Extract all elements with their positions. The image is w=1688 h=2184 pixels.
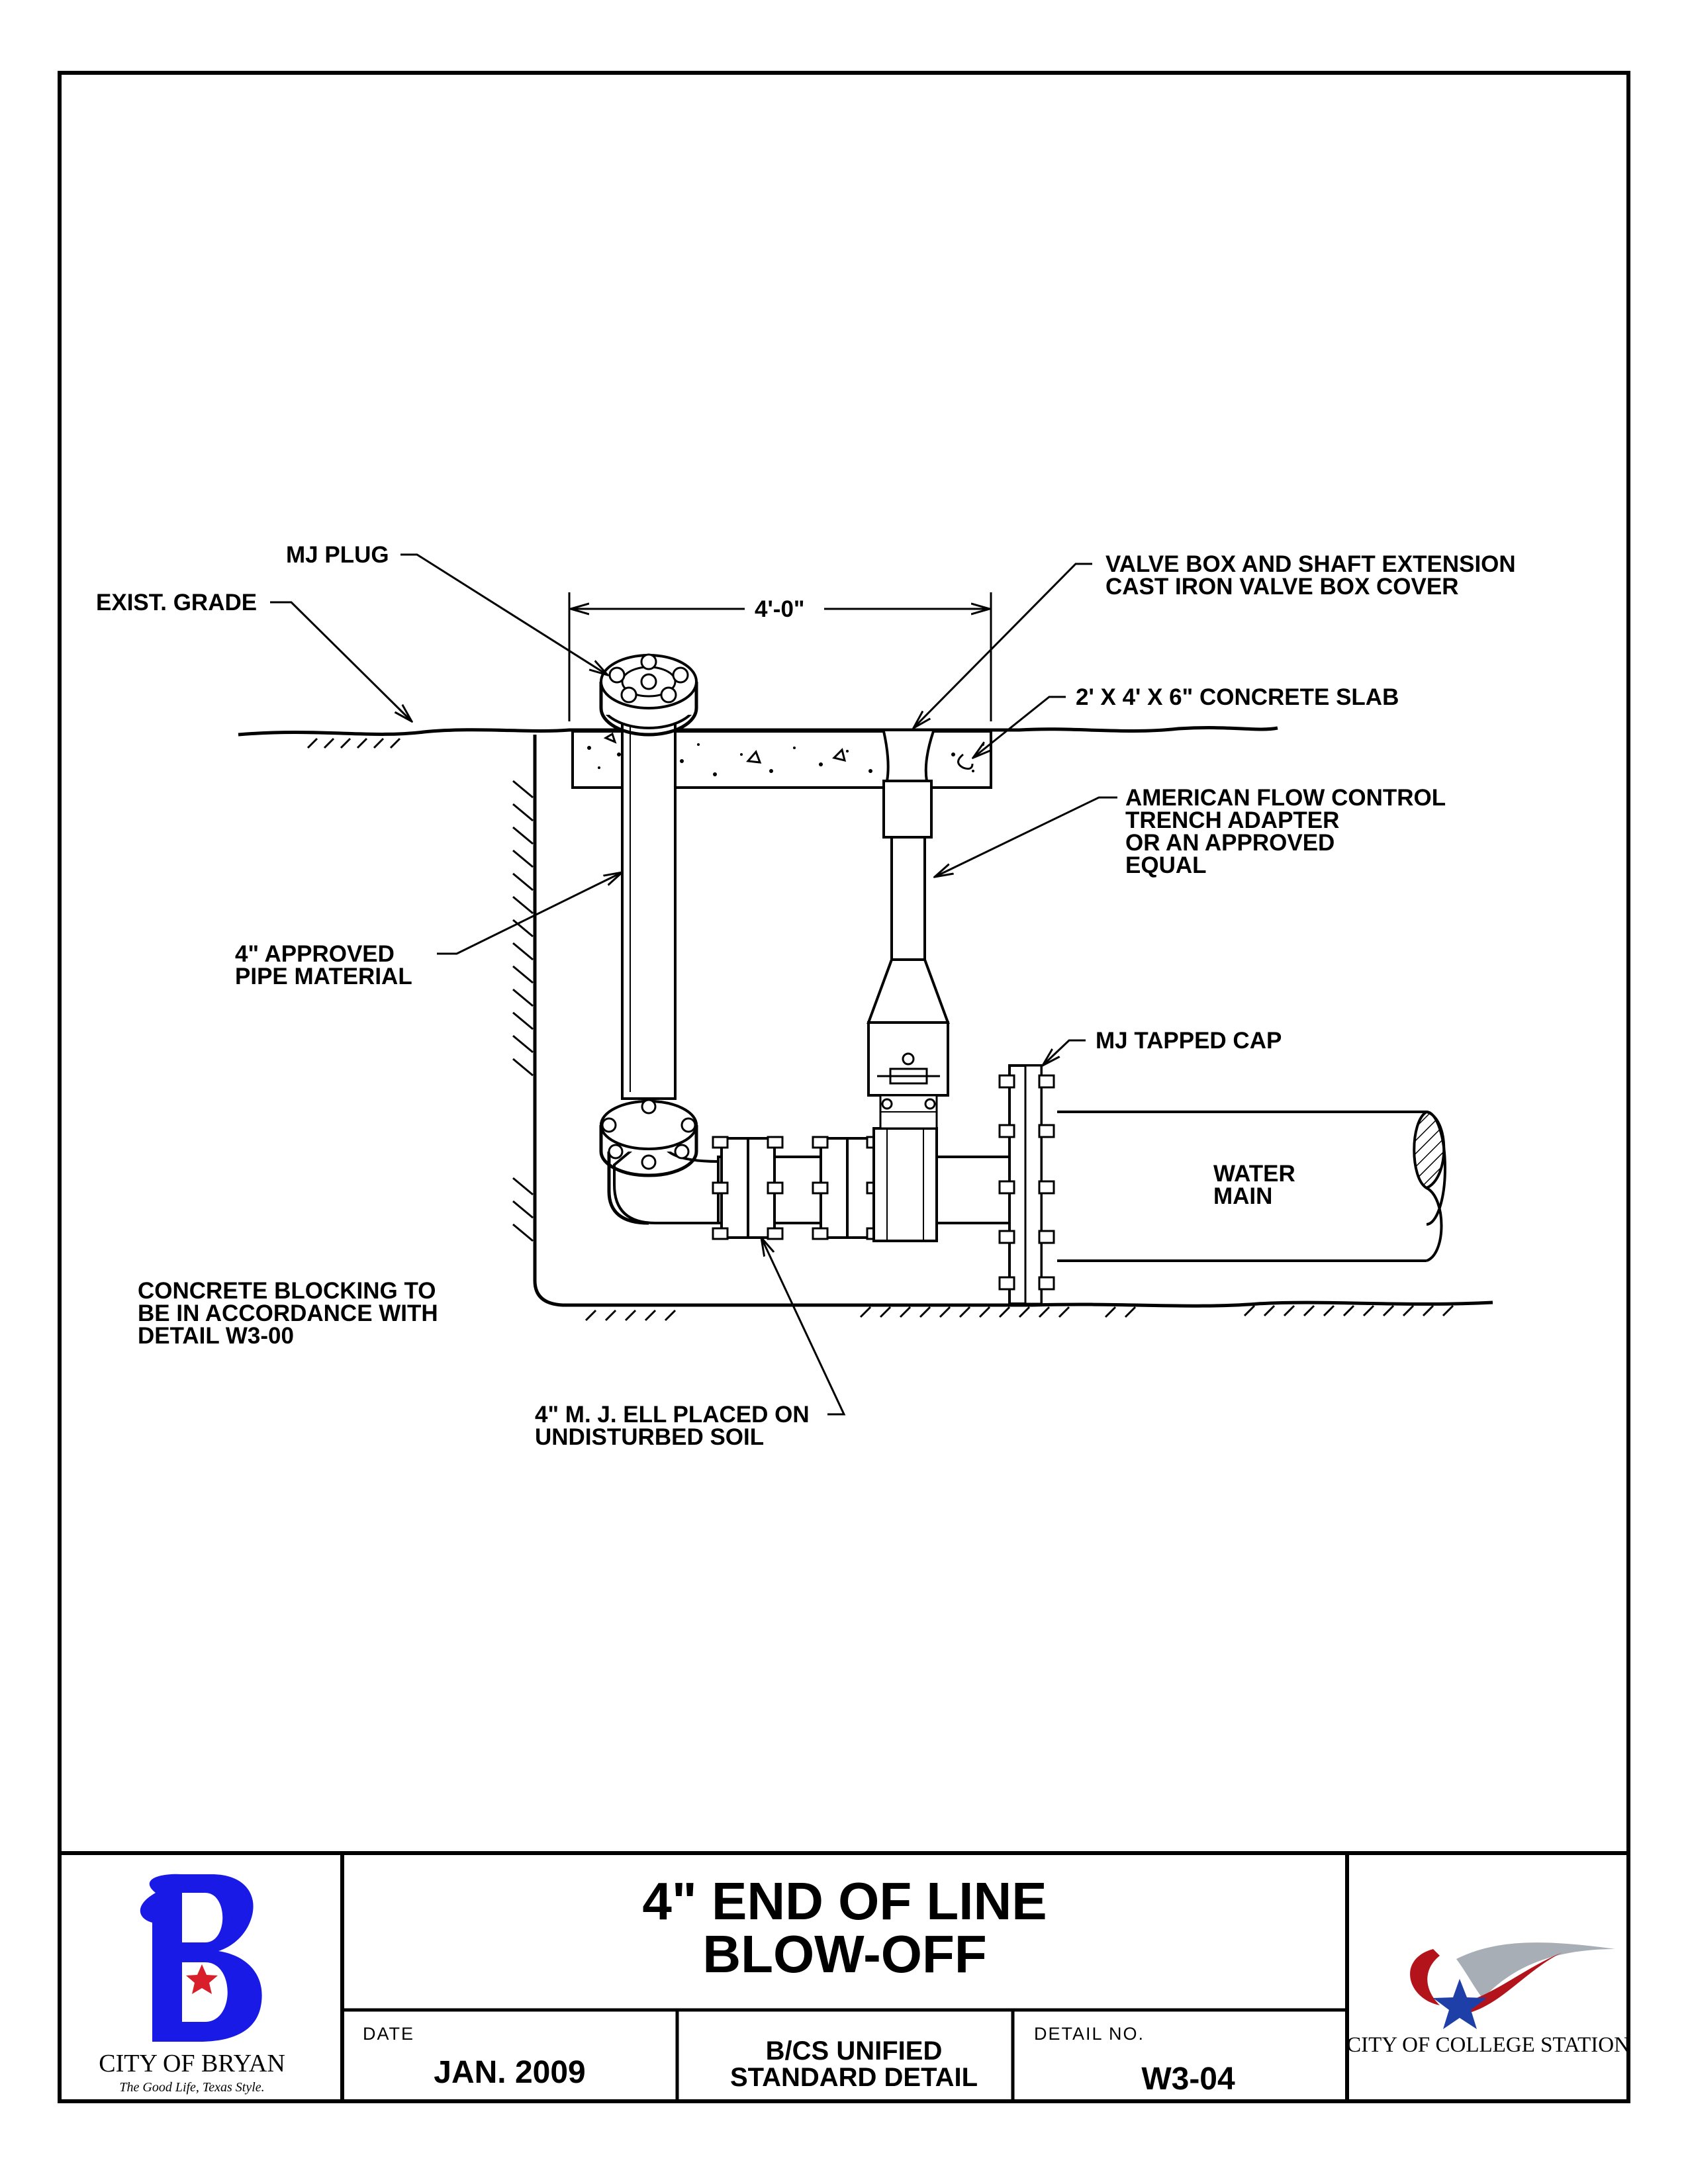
label-mj-plug: MJ PLUG: [286, 542, 389, 568]
dimension-line: [568, 592, 992, 721]
standard-line-1: B/CS UNIFIED: [766, 2036, 943, 2066]
leader-lines: [270, 553, 1117, 1416]
water-main: [1057, 1110, 1446, 1262]
cs-city-name: CITY OF COLLEGE STATION: [1346, 2033, 1630, 2057]
standard-line-2: STANDARD DETAIL: [730, 2063, 978, 2092]
label-pipe-1: 4" APPROVED: [235, 941, 395, 967]
title-block: 4" END OF LINE BLOW-OFF DATE JAN. 2009 B…: [363, 1872, 1235, 2097]
mj-ell: [599, 1099, 720, 1225]
label-blocking-3: DETAIL W3-00: [138, 1323, 294, 1349]
label-valve-box-1: VALVE BOX AND SHAFT EXTENSION: [1105, 551, 1516, 577]
mj-plug: [599, 653, 698, 737]
diagram-labels: MJ PLUG EXIST. GRADE 4'-0" VALVE BOX AND…: [96, 542, 1516, 1450]
city-of-bryan-logo: CITY OF BRYAN The Good Life, Texas Style…: [99, 1874, 285, 2095]
mj-tapped-cap: [998, 1064, 1055, 1305]
label-afc-2: TRENCH ADAPTER: [1125, 807, 1339, 833]
detail-no-value: W3-04: [1141, 2062, 1235, 2097]
cs-gray-swoosh: [1456, 1942, 1615, 1999]
trench-outline: [512, 735, 1493, 1322]
label-ell-2: UNDISTURBED SOIL: [535, 1424, 764, 1450]
detail-no-label: DETAIL NO.: [1034, 2024, 1145, 2044]
bryan-tagline: The Good Life, Texas Style.: [119, 2080, 264, 2095]
label-mj-tapped-cap: MJ TAPPED CAP: [1096, 1028, 1282, 1054]
trench-adapter: [867, 731, 950, 1130]
label-pipe-2: PIPE MATERIAL: [235, 964, 412, 989]
cs-red-swoosh: [1410, 1949, 1562, 2015]
label-afc-3: OR AN APPROVED: [1125, 830, 1335, 856]
horizontal-pipe: [712, 1127, 1011, 1242]
existing-grade: [238, 726, 1278, 749]
label-exist-grade: EXIST. GRADE: [96, 590, 257, 615]
bryan-city-name: CITY OF BRYAN: [99, 2050, 285, 2077]
title-line-1: 4" END OF LINE: [642, 1872, 1047, 1931]
date-label: DATE: [363, 2024, 414, 2044]
sheet-border: [58, 71, 1630, 2103]
label-water-main-1: WATER: [1213, 1161, 1295, 1187]
bryan-star-icon: [186, 1964, 218, 1994]
label-water-main-2: MAIN: [1213, 1183, 1272, 1209]
bryan-b-mark: [140, 1874, 262, 2042]
title-line-2: BLOW-OFF: [702, 1925, 986, 1983]
riser-pipe: [621, 700, 677, 1100]
label-dimension: 4'-0": [755, 596, 805, 622]
label-concrete-slab: 2' X 4' X 6" CONCRETE SLAB: [1076, 684, 1399, 710]
city-of-college-station-logo: CITY OF COLLEGE STATION: [1346, 1942, 1630, 2057]
date-value: JAN. 2009: [434, 2055, 585, 2090]
label-blocking-1: CONCRETE BLOCKING TO: [138, 1278, 436, 1304]
label-blocking-2: BE IN ACCORDANCE WITH: [138, 1300, 438, 1326]
label-valve-box-2: CAST IRON VALVE BOX COVER: [1105, 574, 1458, 600]
cs-star-icon: [1433, 1979, 1487, 2029]
label-ell-1: 4" M. J. ELL PLACED ON: [535, 1402, 810, 1428]
label-afc-1: AMERICAN FLOW CONTROL: [1125, 785, 1446, 811]
label-afc-4: EQUAL: [1125, 852, 1207, 878]
